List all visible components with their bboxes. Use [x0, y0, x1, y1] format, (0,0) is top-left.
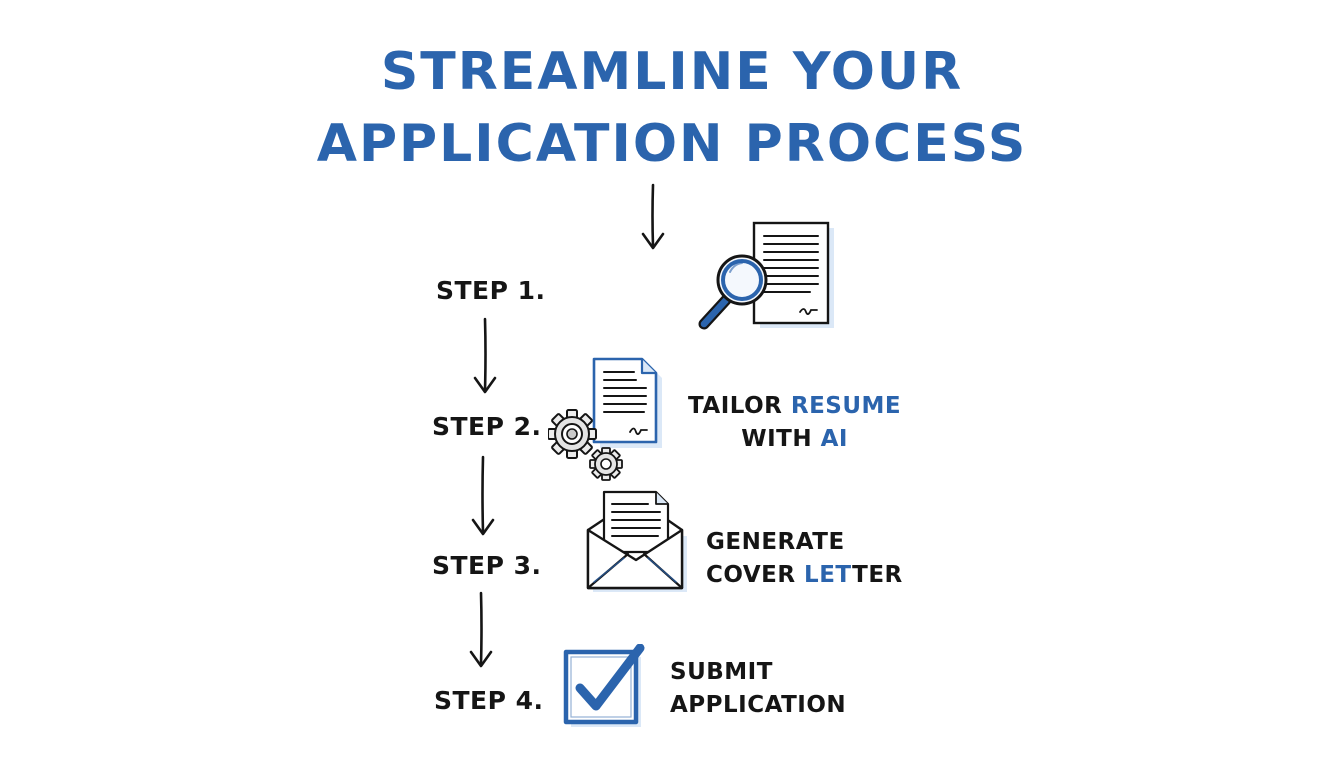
document-magnifier-icon: [698, 221, 834, 330]
step-3-desc-text: COVER: [706, 562, 805, 589]
step-2-label: STEP 2.: [432, 412, 542, 441]
envelope-letter-icon: [586, 490, 687, 592]
step-2-desc-text: TAILOR: [688, 393, 791, 419]
step-4-desc-text: APPLICATION: [670, 692, 847, 719]
step-3-desc-highlight: LET: [804, 562, 853, 589]
page-title-line-2: APPLICATION PROCESS: [316, 114, 1028, 174]
arrow-down-icon: [473, 317, 497, 394]
step-3-label: STEP 3.: [432, 551, 542, 580]
resume-gears-icon: [548, 357, 662, 481]
arrow-down-icon: [471, 455, 495, 536]
step-3-desc-text: TER: [852, 562, 903, 589]
step-2-desc-highlight: RESUME: [790, 393, 902, 419]
page-title-line-1: STREAMLINE YOUR: [380, 42, 964, 102]
step-2-description: TAILOR RESUME WITH AI: [688, 390, 901, 457]
step-3-description: GENERATE COVER LETTER: [706, 526, 903, 593]
step-2-desc-highlight: AI: [820, 426, 848, 453]
checkbox-check-icon: [563, 644, 645, 727]
step-4-description: SUBMIT APPLICATION: [670, 656, 846, 723]
arrow-down-icon: [469, 591, 493, 668]
step-1-label: STEP 1.: [436, 276, 546, 305]
step-4-label: STEP 4.: [434, 686, 544, 715]
step-2-desc-text: WITH: [741, 426, 821, 453]
step-4-desc-text: SUBMIT: [670, 659, 773, 685]
arrow-down-icon: [641, 183, 665, 250]
step-3-desc-text: GENERATE: [706, 529, 845, 555]
